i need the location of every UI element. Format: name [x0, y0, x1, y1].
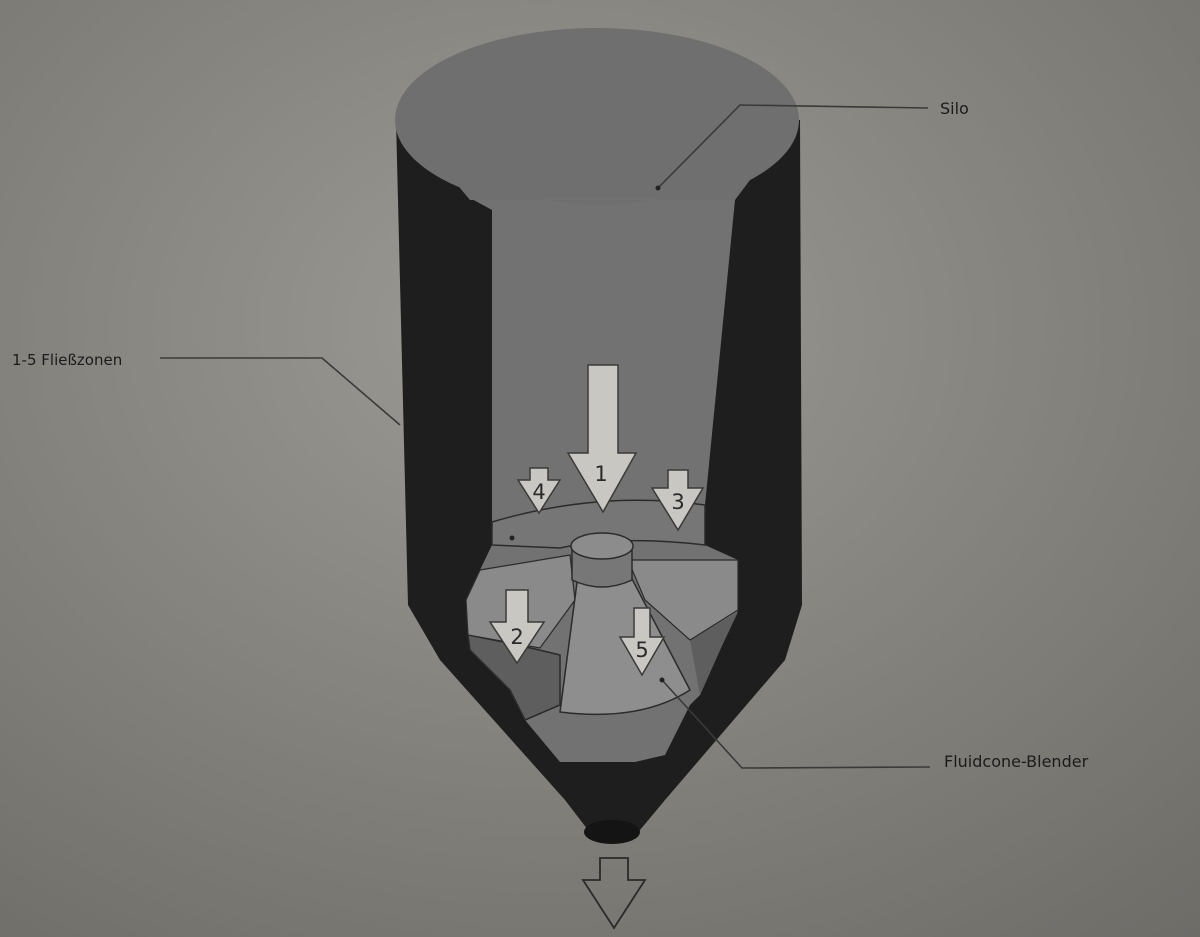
flow-zones-label: 1-5 Fließzonen [12, 351, 122, 369]
zone-number-5: 5 [635, 638, 648, 662]
silo-outlet [584, 820, 640, 844]
zone-number-2: 2 [510, 625, 523, 649]
blender-cap [571, 533, 633, 559]
zone-number-3: 3 [671, 490, 684, 514]
fluidcone-blender-label: Fluidcone-Blender [944, 752, 1088, 771]
silo-label: Silo [940, 99, 969, 118]
zone-number-1: 1 [594, 462, 607, 486]
zone-number-4: 4 [532, 480, 545, 504]
